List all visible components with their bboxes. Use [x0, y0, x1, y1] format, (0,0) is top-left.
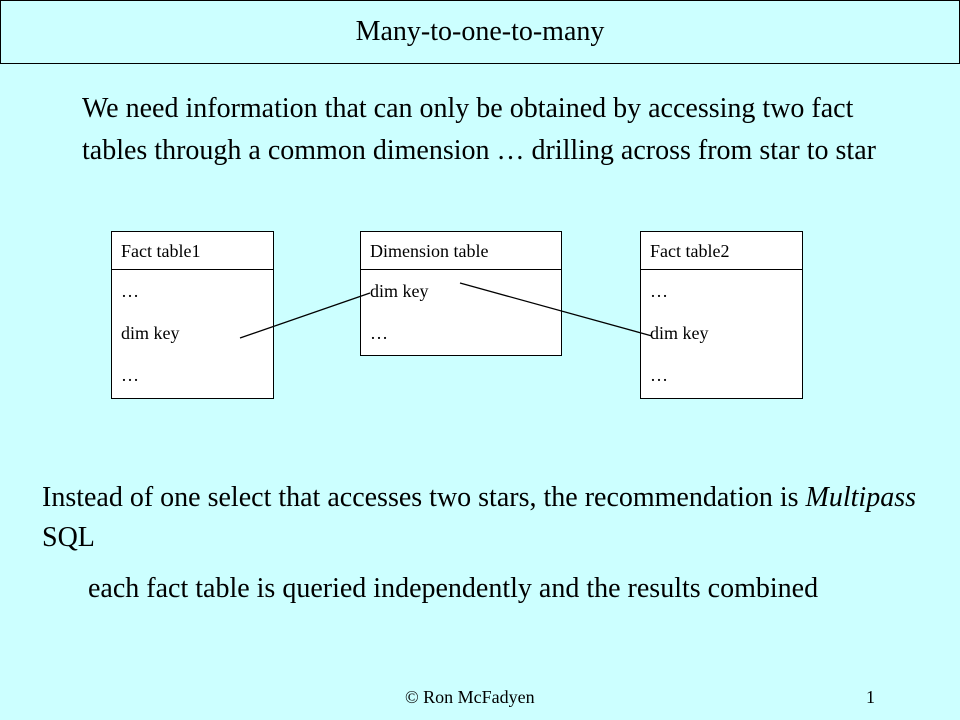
fact-table-2-row: … — [650, 365, 668, 385]
title-bar: Many-to-one-to-many — [0, 0, 960, 64]
fact-table-2-header: Fact table2 — [641, 232, 802, 270]
dimension-table: Dimension table dim key … — [360, 231, 562, 356]
recommendation-text-end: SQL — [42, 522, 95, 553]
multipass-explanation: each fact table is queried independently… — [88, 573, 819, 604]
dimension-table-dim-key: dim key — [370, 281, 429, 301]
intro-paragraph: We need information that can only be obt… — [82, 93, 876, 166]
slide-title: Many-to-one-to-many — [355, 16, 605, 47]
dimension-table-row: … — [370, 323, 388, 343]
recommendation-text: Instead of one select that accesses two … — [42, 482, 806, 513]
fact-table-1-dim-key: dim key — [121, 323, 180, 343]
dimension-table-header: Dimension table — [361, 232, 561, 270]
fact-table-1: Fact table1 … dim key … — [111, 231, 274, 399]
recommendation-paragraph: Instead of one select that accesses two … — [42, 478, 922, 558]
footer-author: © Ron McFadyen — [405, 687, 535, 707]
page-number: 1 — [866, 687, 875, 707]
fact-table-1-row: … — [121, 365, 139, 385]
multipass-emphasis: Multipass — [805, 482, 916, 513]
fact-table-1-header: Fact table1 — [112, 232, 273, 270]
fact-table-2: Fact table2 … dim key … — [640, 231, 803, 399]
fact-table-2-dim-key: dim key — [650, 323, 709, 343]
fact-table-1-row: … — [121, 281, 139, 301]
fact-table-2-row: … — [650, 281, 668, 301]
